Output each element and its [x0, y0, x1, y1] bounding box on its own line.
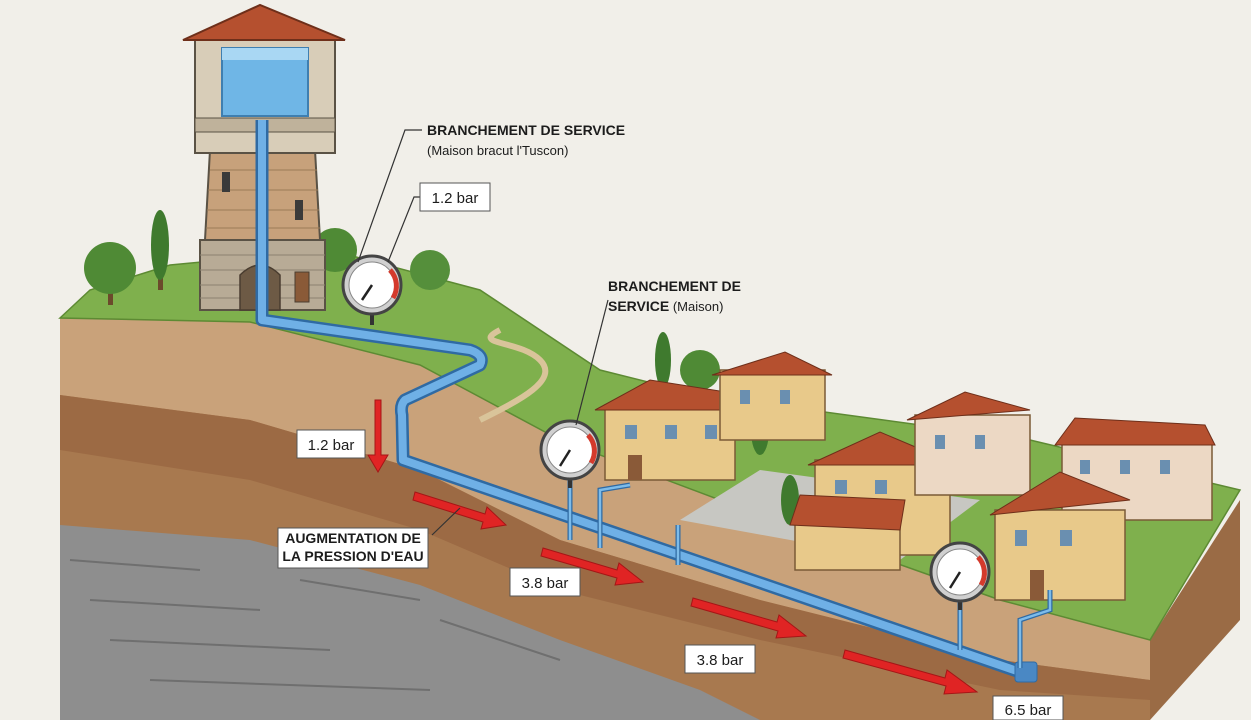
tree-icon [655, 332, 671, 388]
pressure-increase-line2: LA PRESSION D'EAU [282, 548, 423, 564]
soil-layer-middle [60, 395, 1150, 700]
house-icon [989, 471, 1131, 601]
rock-layer [60, 525, 760, 720]
tree-icon [151, 210, 169, 290]
pressure-gauge-icon [341, 254, 403, 325]
pressure-arrows [367, 399, 979, 695]
pressure-increase-line1: AUGMENTATION DE [285, 530, 421, 546]
house-icon [594, 379, 746, 481]
pressure-increase-label: AUGMENTATION DE LA PRESSION D'EAU [277, 527, 429, 569]
arrow-icon [540, 547, 645, 586]
service-branch-pipes [567, 480, 1053, 668]
pressure-value-lower: 3.8 bar [697, 652, 744, 669]
callout-lines [357, 129, 609, 536]
tree-icon [680, 350, 720, 390]
pressure-box-end: 6.5 bar [992, 695, 1064, 720]
pressure-box-mid: 3.8 bar [509, 567, 581, 597]
pressure-gauge-icon [539, 419, 601, 488]
house-icon [789, 494, 906, 571]
rock-cracks [69, 559, 561, 691]
house-icon [711, 351, 833, 441]
service-branch-mid-line1: BRANCHEMENT DE [608, 278, 741, 294]
pressure-value-gauge-top: 1.2 bar [432, 190, 479, 207]
pressure-gauge-icon [929, 541, 991, 610]
service-branch-top-subtitle: (Maison bracut l'Tuscon) [427, 143, 568, 158]
house-icon [906, 391, 1031, 496]
arrow-icon [842, 649, 979, 695]
service-branch-top-title: BRANCHEMENT DE SERVICE [427, 122, 625, 138]
tree-icon [410, 250, 450, 290]
pressure-value-end: 6.5 bar [1005, 702, 1052, 719]
pressure-box-lower: 3.8 bar [684, 644, 756, 674]
terrain-side-face [1150, 500, 1240, 720]
soil-layer-top [60, 318, 1150, 680]
houses [594, 351, 1216, 601]
service-branch-mid-line2: SERVICE (Maison) [608, 298, 723, 314]
arrow-icon [690, 597, 808, 639]
tree-icon [84, 242, 136, 305]
dirt-path [478, 327, 549, 423]
pressure-value-mid: 3.8 bar [522, 575, 569, 592]
house-icon [1054, 417, 1216, 521]
pressure-value-left: 1.2 bar [308, 437, 355, 454]
pressure-box-left: 1.2 bar [296, 429, 366, 459]
arrow-icon [412, 491, 508, 530]
pressure-box-gauge-top: 1.2 bar [419, 182, 491, 212]
arrow-icon [367, 399, 389, 473]
